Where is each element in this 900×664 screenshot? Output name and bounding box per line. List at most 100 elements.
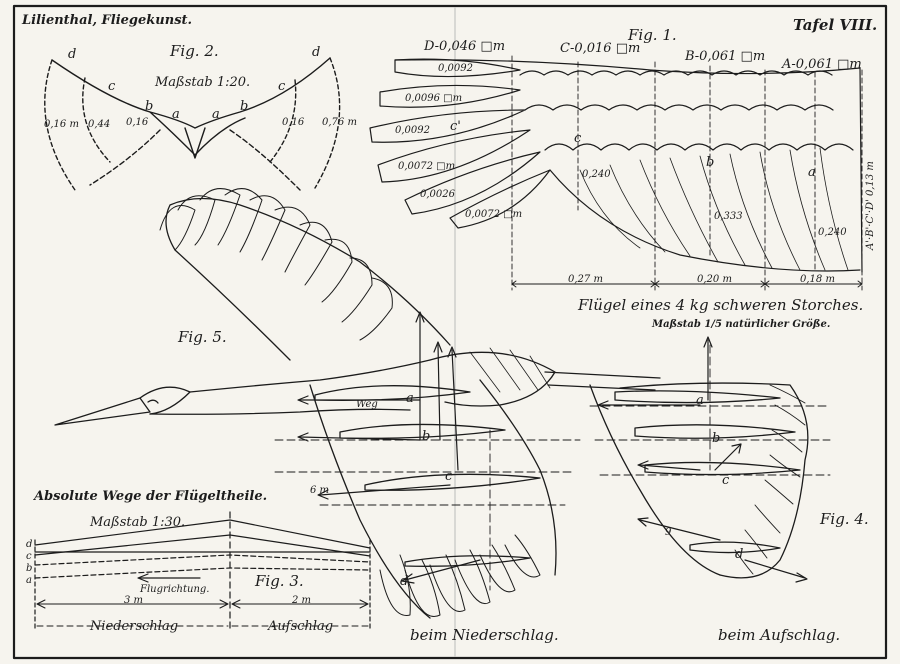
fig3-edge-letter: c: [26, 551, 32, 562]
fig2-letter: b: [145, 99, 154, 114]
fig4-wing-outline: [619, 382, 809, 579]
fig2-dim: 0,16: [126, 117, 149, 128]
fig3-drawing: [34, 511, 371, 631]
fig5-tail: [429, 351, 556, 407]
fig3-path-d: [34, 519, 371, 549]
fig1-primary-3: [369, 109, 526, 143]
fig2-dim: 0,76 m: [322, 117, 357, 128]
fig1-section-label: B-0,061 □m: [685, 49, 766, 64]
fig5-head: [139, 386, 191, 415]
fig5-profile-b: [339, 423, 506, 439]
fig1-label: Fig. 1.: [628, 26, 677, 44]
fig2-scale: Maßstab 1:20.: [155, 75, 251, 90]
fig1-point-label: c: [574, 131, 582, 146]
fig2-letter: b: [240, 99, 249, 114]
fig1-feather-shafts: [579, 147, 849, 271]
fig5-caption: beim Niederschlag.: [410, 626, 559, 644]
fig2-drop-curve-2: [89, 129, 161, 186]
fig3-phase-left: Niederschlag: [90, 619, 179, 634]
fig4-vector-label: b: [712, 431, 721, 446]
fig2-dim: 0,16: [282, 117, 305, 128]
fig4-vector-label: d: [735, 547, 744, 562]
fig2-lower-curve: [149, 111, 246, 156]
plate-label: Tafel VIII.: [793, 16, 878, 34]
fig1-primary-5: [404, 151, 541, 215]
fig3-edge-letter: b: [26, 563, 33, 574]
fig1-span-dim: 0,18 m: [800, 274, 835, 285]
fig1-primary-2: [379, 84, 521, 108]
fig3-dist-left: 3 m: [124, 595, 144, 606]
fig5-lower-wing-outline: [309, 379, 557, 619]
fig2-letter: d: [312, 45, 321, 60]
fig2-dim: 0,44: [88, 119, 111, 130]
fig1-point-label: a: [808, 165, 816, 180]
fig4-wing-feathers: [734, 384, 806, 575]
fig5-profile-d: [404, 555, 531, 567]
fig2-dim: 0,16 m: [44, 119, 79, 130]
fig2-letter: d: [68, 47, 77, 62]
fig2-arc-right-inner: [269, 79, 297, 163]
fig1-scale: Maßstab 1/5 natürlicher Größe.: [652, 319, 831, 330]
fig5-drawing: [54, 188, 661, 619]
fig4-vectors: [597, 336, 808, 583]
fig1-feather-area: 0,0072 □m: [465, 209, 523, 220]
fig1-feather-area: 0,0026: [420, 189, 455, 200]
fig1-vertical-dim: 0,240: [582, 169, 611, 180]
fig4-profile-c: [644, 461, 801, 476]
fig1-span-dims: [511, 280, 863, 288]
fig1-span-dim: 0,20 m: [697, 274, 732, 285]
fig4-guide-lines: [589, 344, 831, 476]
fig2-wing-curve: [51, 57, 331, 129]
fig5-vectors: [297, 311, 481, 584]
fig4-profile-d: [689, 541, 781, 554]
fig3-phase-right: Aufschlag: [268, 619, 334, 634]
fig5-eye: [147, 399, 159, 404]
fig5-profile-c: [364, 473, 541, 491]
fig1-trailing-edge: [549, 169, 861, 272]
fig2-drop-curve: [229, 129, 301, 191]
fig1-feather-area: 0,0092: [395, 125, 430, 136]
fig2-letter: c: [108, 79, 116, 94]
fig5-vector-label: d: [400, 574, 409, 589]
fig5-vector-label: a: [406, 391, 414, 406]
fig2-label: Fig. 2.: [170, 42, 219, 60]
fig5-neck-bottom: [149, 408, 411, 415]
fig4-drawing: [589, 336, 831, 583]
fig4-vector-label: a: [696, 393, 704, 408]
plate-border: [12, 4, 888, 660]
fig3-direction: Flugrichtung.: [140, 584, 210, 595]
fig5-lower-wing-feathers: [379, 534, 541, 617]
fig1-vertical-dim: 0,240: [818, 227, 847, 238]
fig1-point-label: b: [706, 155, 715, 170]
fig3-title: Absolute Wege der Flügeltheile.: [34, 489, 268, 504]
fig3-scale: Maßstab 1:30.: [90, 515, 186, 530]
fig5-beak: [54, 397, 151, 426]
fig5-neck-top: [189, 359, 431, 393]
fig4-profile-a: [614, 390, 781, 404]
fig1-vertical-dim: 0,333: [714, 211, 743, 222]
fig5-vector-label: b: [422, 429, 431, 444]
fig2-letter: a: [212, 107, 220, 122]
fig3-path-b: [34, 554, 371, 566]
fig3-label: Fig. 3.: [255, 572, 304, 590]
fig3-edge-letter: d: [26, 539, 33, 550]
fig5-vector-label: 6 m: [310, 485, 330, 496]
fig1-coverts-row3: [544, 143, 854, 151]
fig2-arc-left-inner: [82, 77, 111, 163]
fig4-caption: beim Aufschlag.: [718, 626, 841, 644]
author-title: Lilienthal, Fliegekunst.: [22, 13, 193, 28]
fig5-vector-label: c: [445, 469, 453, 484]
fig1-leading-edge: [394, 59, 861, 75]
fig1-span-dim: 0,27 m: [568, 274, 603, 285]
fig4-vector-label: 9: [665, 527, 672, 538]
fig5-vector-label: Weg: [356, 399, 378, 410]
fig1-side-label: A'·B'·C'·D' 0,13 m: [865, 161, 876, 250]
fig5-profile-a: [314, 385, 471, 401]
fig2-arc-left: [44, 59, 76, 191]
fig2-letter: a: [172, 107, 180, 122]
fig1-feather-area: 0,0096 □m: [405, 93, 463, 104]
fig2-body-point: [184, 127, 206, 159]
fig3-dist-right: 2 m: [292, 595, 312, 606]
